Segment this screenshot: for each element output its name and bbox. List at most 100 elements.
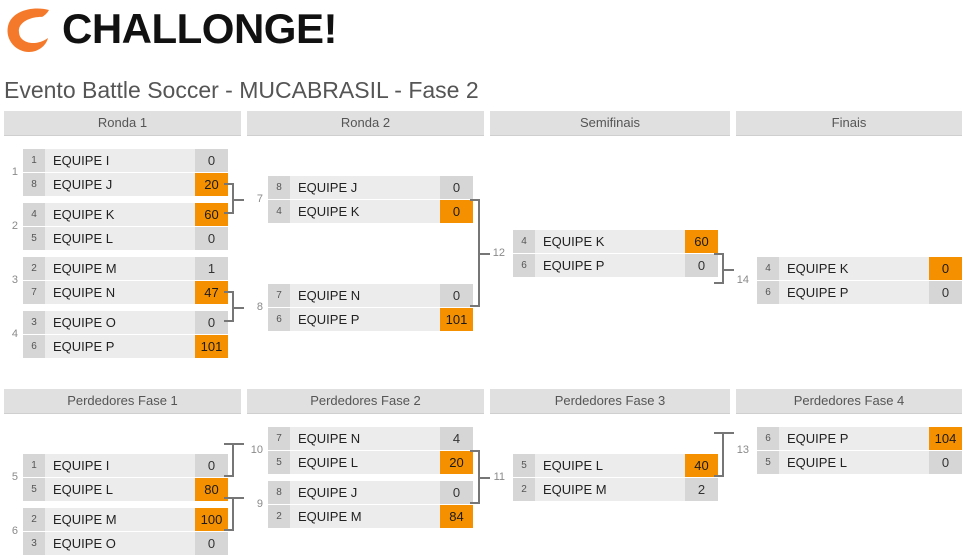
connector-stub-bottom — [470, 305, 480, 307]
seed-number: 1 — [23, 149, 45, 172]
brand-header: CHALLONGE! — [0, 0, 966, 60]
connector-stub-top — [224, 183, 234, 185]
team-name: EQUIPE N — [298, 288, 361, 303]
seed-number: 3 — [23, 532, 45, 555]
connector-stub-bottom — [224, 212, 234, 214]
score-winner: 60 — [685, 230, 718, 253]
losers-round-header-3: Perdedores Fase 3 — [490, 389, 730, 414]
team-name: EQUIPE M — [53, 261, 117, 276]
seed-number: 4 — [513, 230, 535, 253]
bracket-connector — [470, 199, 490, 307]
score-value: 2 — [685, 478, 718, 501]
connector-stub-out — [234, 307, 244, 309]
match-row[interactable]: 4 EQUIPE K 60 — [513, 230, 718, 254]
team-name: EQUIPE M — [543, 482, 607, 497]
connector-stub-top — [714, 253, 724, 255]
connector-stub-out — [234, 199, 244, 201]
connector-vertical — [478, 450, 480, 504]
losers-match-index: 11 — [493, 471, 505, 483]
connector-stub-top — [470, 450, 480, 452]
winners-match-index: 1 — [11, 166, 18, 178]
score-winner: 100 — [195, 508, 228, 531]
seed-number: 6 — [513, 254, 535, 277]
losers-match-index: 5 — [11, 471, 18, 483]
seed-number: 6 — [268, 308, 290, 331]
team-name: EQUIPE P — [787, 431, 849, 446]
winners-round-header-1: Ronda 1 — [4, 111, 241, 136]
winners-match-index: 3 — [11, 274, 18, 286]
losers-match-index: 13 — [736, 444, 749, 456]
seed-number: 4 — [268, 200, 290, 223]
team-name: EQUIPE P — [53, 339, 115, 354]
seed-number: 6 — [757, 281, 779, 304]
score-value: 0 — [195, 532, 228, 555]
connector-vertical — [478, 199, 480, 307]
team-name: EQUIPE K — [53, 207, 115, 222]
seed-number: 5 — [757, 451, 779, 474]
team-name: EQUIPE K — [543, 234, 605, 249]
team-name: EQUIPE K — [787, 261, 849, 276]
losers-match-index: 6 — [11, 525, 18, 537]
connector-stub-out — [234, 497, 244, 499]
connector-stub-top — [714, 432, 724, 434]
seed-number: 5 — [268, 451, 290, 474]
bracket-connector — [224, 497, 244, 531]
connector-stub-out — [724, 269, 734, 271]
team-name: EQUIPE L — [53, 482, 113, 497]
connector-stub-bottom — [714, 282, 724, 284]
winners-match-index: 4 — [11, 328, 18, 340]
score-winner: 104 — [929, 427, 962, 450]
challonge-logo-icon[interactable] — [4, 4, 56, 54]
winners-match-index: 2 — [11, 220, 18, 232]
losers-match-index: 9 — [256, 498, 263, 510]
score-winner: 0 — [440, 200, 473, 223]
score-winner: 101 — [195, 335, 228, 358]
team-name: EQUIPE L — [543, 458, 603, 473]
team-name: EQUIPE P — [298, 312, 360, 327]
bracket-connector — [714, 253, 734, 284]
connector-stub-out — [234, 443, 244, 445]
